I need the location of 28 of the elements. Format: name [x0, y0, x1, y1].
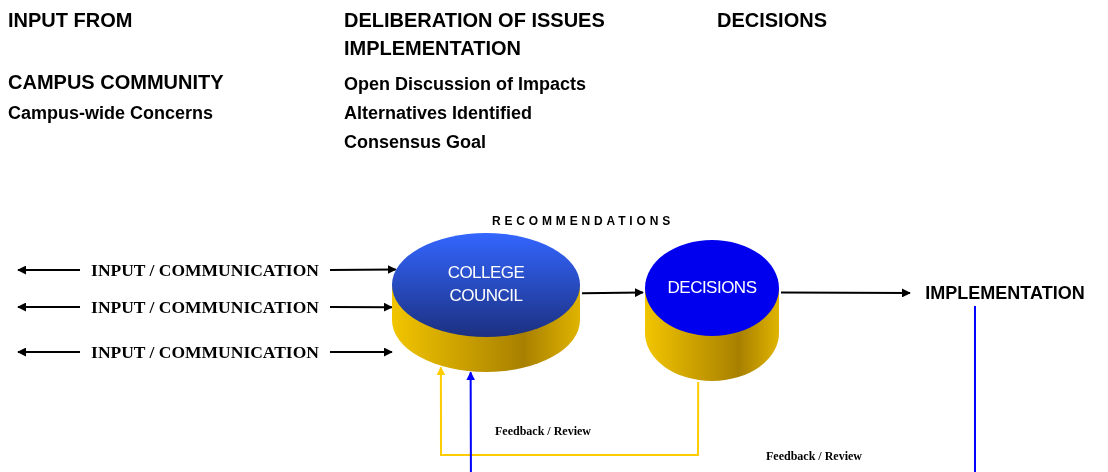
arrow: [780, 288, 911, 298]
text-label: Feedback / Review: [766, 450, 862, 462]
text-label: DELIBERATION OF ISSUES: [344, 10, 605, 30]
arrow: [17, 265, 81, 275]
arrow: [466, 305, 976, 472]
text-label: Alternatives Identified: [344, 104, 533, 122]
text-label: INPUT FROM: [8, 10, 133, 30]
flow-label: INPUT / COMMUNICATION: [91, 295, 319, 319]
arrow: [17, 347, 81, 357]
text-label: DECISIONS: [717, 10, 828, 30]
text-label: Consensus Goal: [344, 133, 487, 151]
arrow: [17, 302, 81, 312]
flow-label: INPUT / COMMUNICATION: [91, 258, 319, 282]
text-label: Feedback / Review: [495, 425, 591, 437]
text-label: Open Discussion of Impacts: [344, 75, 587, 93]
arrow: [436, 366, 700, 456]
arrow: [329, 302, 393, 312]
arrow: [581, 288, 644, 298]
text-label: CAMPUS COMMUNITY: [8, 72, 224, 92]
text-label: IMPLEMENTATION: [344, 38, 522, 58]
text-label: Campus-wide Concerns: [8, 104, 214, 122]
node-label: DECISIONS: [667, 276, 757, 299]
text-label: RECOMMENDATIONS: [492, 215, 675, 227]
arrow: [329, 264, 397, 274]
flow-label: INPUT / COMMUNICATION: [91, 340, 319, 364]
flow-label: IMPLEMENTATION: [925, 281, 1085, 305]
arrow: [329, 347, 393, 357]
node-label: COLLEGE COUNCIL: [446, 262, 526, 307]
